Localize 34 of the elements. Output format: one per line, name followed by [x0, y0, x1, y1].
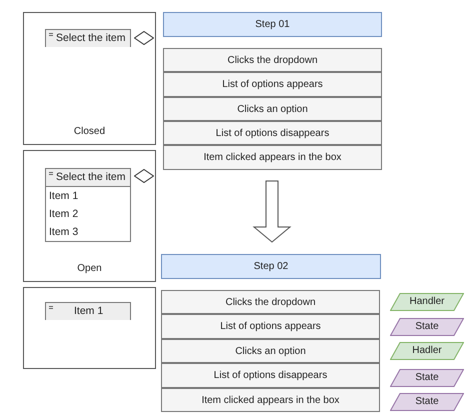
- step-row: Clicks an option: [161, 339, 380, 363]
- step-header: Step 01: [163, 12, 382, 37]
- step-row: Clicks an option: [163, 97, 382, 121]
- panel-caption: Open: [76, 263, 103, 274]
- step-row: List of options appears: [163, 72, 382, 97]
- handler-tag: Hadler: [390, 342, 464, 360]
- panel-caption: Closed: [72, 126, 106, 137]
- state-tag: State: [390, 318, 464, 336]
- step-row: Clicks the dropdown: [163, 48, 382, 72]
- handler-tag: Handler: [390, 293, 464, 311]
- step-row: List of options disappears: [163, 121, 382, 145]
- menu-option: Item 2: [46, 205, 130, 223]
- state-tag: State: [390, 393, 464, 411]
- state-panel: [23, 150, 156, 282]
- state-panel: [23, 287, 156, 369]
- step-row: Item clicked appears in the box: [161, 388, 380, 412]
- step-row: Item clicked appears in the box: [163, 145, 382, 170]
- step-row: List of options disappears: [161, 363, 380, 388]
- menu-option: Item 3: [46, 223, 130, 241]
- state-panel: [23, 12, 156, 145]
- state-tag: State: [390, 369, 464, 387]
- dropdown-value: Item 1: [74, 305, 104, 317]
- menu-option: Item 1: [46, 187, 130, 205]
- dropdown-value: Select the item: [56, 32, 126, 44]
- dropdown-value: Select the item: [56, 171, 126, 183]
- step-row: List of options appears: [161, 314, 380, 339]
- dropdown-field: [45, 302, 131, 320]
- block-arrow: [252, 180, 292, 243]
- step-row: Clicks the dropdown: [161, 290, 380, 314]
- dropdown-menu: [45, 168, 131, 242]
- step-header: Step 02: [161, 254, 381, 279]
- dropdown-field: [45, 29, 131, 47]
- toggle-diamond: [134, 169, 154, 183]
- toggle-diamond: [134, 31, 154, 45]
